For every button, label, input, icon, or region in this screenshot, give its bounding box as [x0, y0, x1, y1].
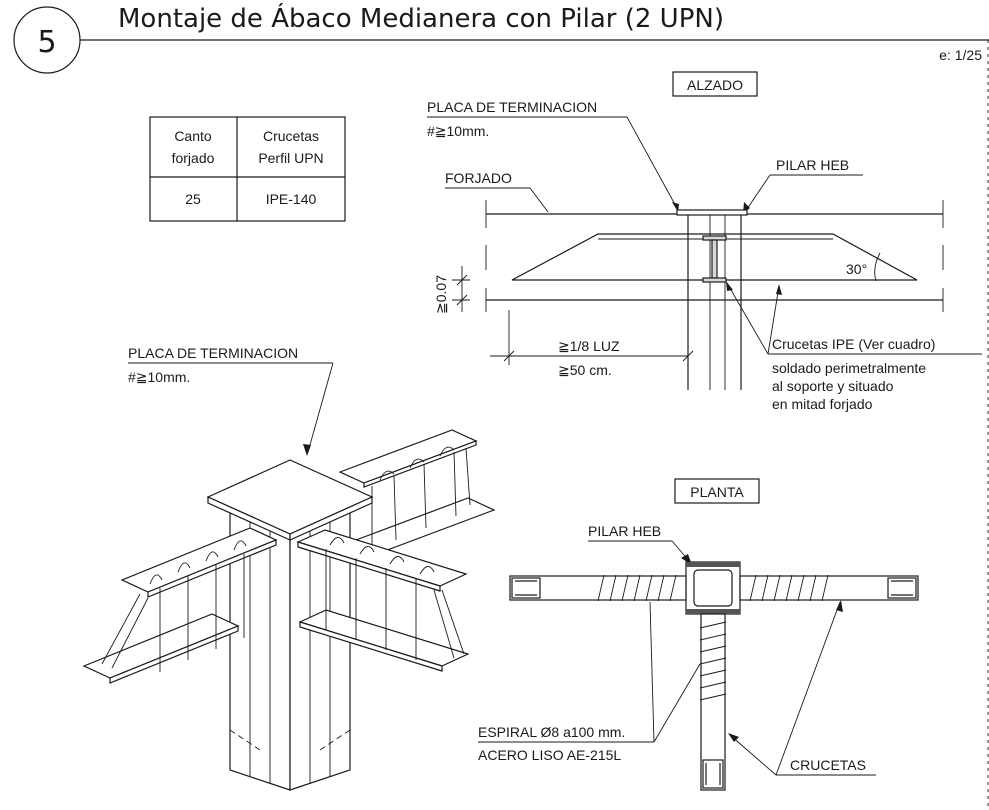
- planta-espiral-leader-2: [654, 664, 700, 742]
- planta-crucetas-arrow-2: [836, 600, 843, 612]
- planta-view: PLANTA PILAR HEB: [478, 479, 918, 790]
- iso-placa-thickness: #≧10mm.: [128, 369, 190, 385]
- alzado-crucetas-arrow-2: [776, 284, 782, 295]
- alzado-note-2: al soporte y situado: [772, 378, 894, 394]
- isometric-view: PLACA DE TERMINACION #≧10mm.: [84, 345, 494, 790]
- page-title: Montaje de Ábaco Medianera con Pilar (2 …: [118, 2, 724, 34]
- plan-column-flange-top: [686, 562, 740, 567]
- alzado-placa-leader: [627, 117, 678, 210]
- planta-espiral-leader-1: [650, 602, 654, 742]
- scale-label: e: 1/25: [939, 47, 982, 63]
- planta-crucetas-arrow-1: [728, 733, 739, 742]
- iso-placa-label: PLACA DE TERMINACION: [128, 345, 298, 361]
- dim-vertical-label: ≧0.07: [433, 275, 449, 314]
- plan-column-flange-bot: [686, 609, 740, 614]
- planta-crucetas-leader-2: [776, 602, 840, 775]
- table-cell-canto: 25: [185, 191, 201, 207]
- alzado-placa-thickness: #≧10mm.: [427, 123, 489, 139]
- dim-luz-label: ≧1/8 LUZ: [558, 338, 620, 354]
- planta-crucetas-label: CRUCETAS: [790, 757, 866, 773]
- planta-espiral-label: ESPIRAL Ø8 a100 mm.: [478, 724, 625, 740]
- planta-pilar-label: PILAR HEB: [588, 523, 661, 539]
- crucetas-table: Canto forjado Crucetas Perfil UPN 25 IPE…: [150, 117, 345, 221]
- alzado-crucetas-arrow-1: [726, 281, 733, 291]
- dim-cm-label: ≧50 cm.: [558, 362, 612, 378]
- alzado-forjado-leader: [530, 188, 548, 212]
- alzado-pilar-leader: [745, 175, 770, 212]
- alzado-pilar-label: PILAR HEB: [776, 157, 849, 173]
- alzado-placa-label: PLACA DE TERMINACION: [427, 99, 597, 115]
- alzado-placa: [677, 210, 747, 215]
- alzado-view: ALZADO PLACA DE TERMINACION #≧10mm. FORJ…: [427, 72, 982, 412]
- planta-crucetas-leader-1: [730, 735, 776, 775]
- alzado-forjado-label: FORJADO: [445, 170, 512, 186]
- iso-placa-arrow: [303, 444, 311, 456]
- alzado-crucetas-label: Crucetas IPE (Ver cuadro): [772, 336, 935, 352]
- table-cell-perfil: IPE-140: [266, 191, 317, 207]
- planta-title: PLANTA: [690, 484, 744, 500]
- table-header-crucetas-1: Crucetas: [263, 128, 319, 144]
- table-header-canto-2: forjado: [172, 150, 215, 166]
- table-header-canto-1: Canto: [174, 128, 212, 144]
- alzado-note-1: soldado perimetralmente: [772, 360, 926, 376]
- table-header-crucetas-2: Perfil UPN: [258, 150, 323, 166]
- ipe-section-icon: [703, 236, 726, 282]
- iso-placa-leader: [308, 363, 333, 452]
- angle-label: 30°: [846, 261, 867, 277]
- alzado-note-3: en mitad forjado: [772, 396, 873, 412]
- alzado-crucetas-leader-1: [727, 283, 768, 354]
- planta-acero-label: ACERO LISO AE-215L: [478, 747, 621, 763]
- detail-number: 5: [37, 25, 56, 60]
- alzado-title: ALZADO: [687, 77, 743, 93]
- plan-column-inner: [694, 570, 732, 606]
- iso-beam-back-right: [340, 430, 494, 552]
